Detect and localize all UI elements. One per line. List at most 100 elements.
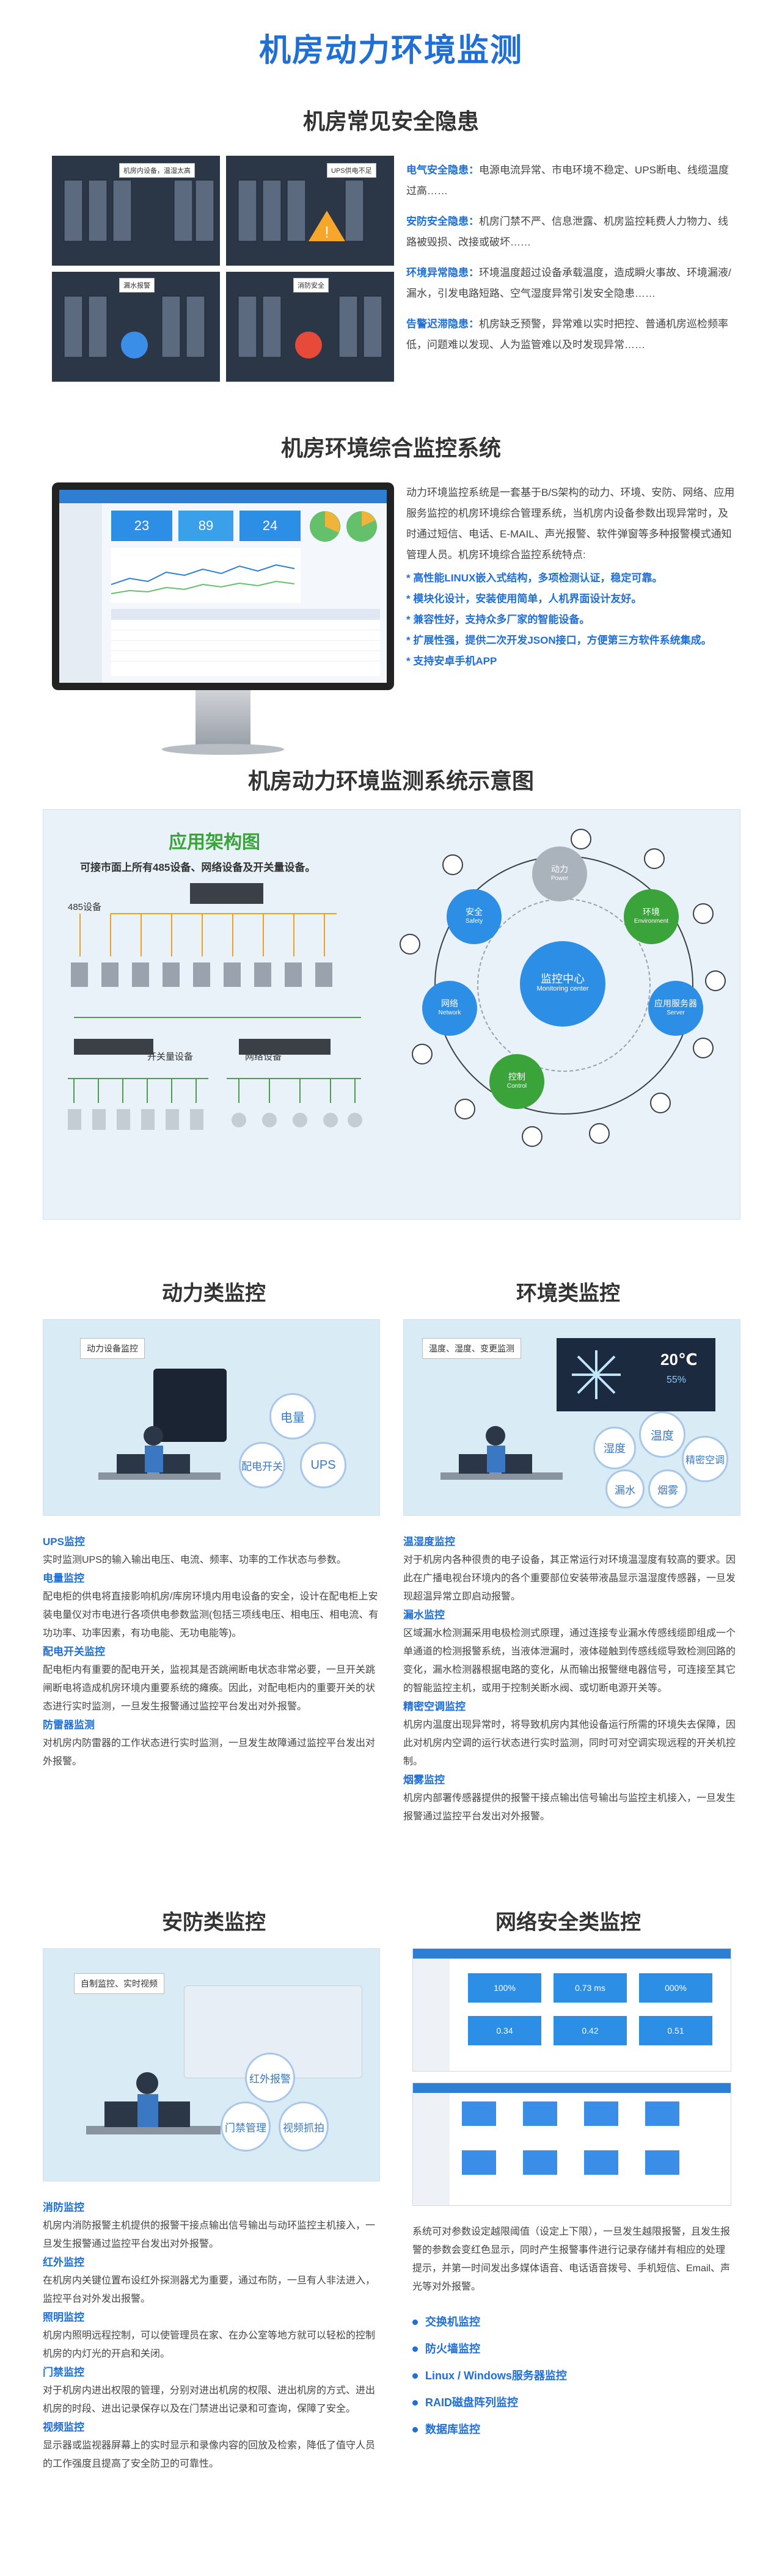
operator-illustration (98, 1426, 221, 1480)
item-head: 烟雾监控 (403, 1774, 445, 1786)
item-text: 实时监测UPS的输入输出电压、电流、频率、功率的工作状态与参数。 (43, 1555, 346, 1565)
video-wall (153, 1369, 227, 1442)
net-screen-1: 100% 0.73 ms 000% 0.34 0.42 0.51 (412, 1948, 731, 2072)
page-title: 机房动力环境监测 (258, 33, 523, 68)
hazard-image: ! 机房内设备，温湿太高 UPS供电不足 漏水报警 消防安全 (52, 156, 394, 382)
item-text: 配电柜内有重要的配电开关，监视其是否跳闸断电状态非常必要，一旦开关跳闸断电将造成… (43, 1665, 376, 1712)
security-tag: 自制监控、实时视频 (74, 1973, 164, 1994)
bubble-temp: 温度 (639, 1411, 685, 1458)
section4-left-title: 动力类监控 (162, 1282, 266, 1305)
item-text: 机房内部署传感器提供的报警干接点输出信号输出与监控主机接入，一旦发生报警通过监控… (403, 1793, 736, 1822)
power-monitor-list: UPS监控 实时监测UPS的输入输出电压、电流、频率、功率的工作状态与参数。 电… (43, 1533, 379, 1771)
wheel-satellites (400, 829, 726, 1147)
bubble-infrared: 红外报警 (245, 2053, 295, 2103)
network-list-item: 数据库监控 (412, 2416, 730, 2443)
section4-right-title: 环境类监控 (516, 1282, 620, 1305)
network-desc: 系统可对参数设定越限阈值（设定上下限），一旦发生越限报警，且发生报警的参数会变红… (412, 2227, 731, 2292)
net-tile: 000% (639, 1973, 712, 2003)
network-monitor-section: 系统可对参数设定越限阈值（设定上下限），一旦发生越限报警，且发生报警的参数会变红… (412, 2223, 730, 2443)
item-text: 机房内温度出现异常时，将导致机房内其他设备运行所需的环境失去保障，因此对机房内空… (403, 1720, 736, 1767)
item-head: 温湿度监控 (403, 1536, 455, 1548)
network-list-item: 交换机监控 (412, 2309, 730, 2335)
feature-item: * 支持安卓手机APP (406, 655, 497, 667)
dashboard-screen: 23 89 24 (59, 490, 387, 683)
section5-left-title: 安防类监控 (162, 1911, 266, 1934)
net-tile: 0.73 ms (554, 1973, 627, 2003)
environment-monitor-image: 温度、湿度、变更监测 20℃ 55% 温度 湿度 精密空调 漏水 烟雾 (403, 1319, 740, 1516)
item-text: 对机房内防雷器的工作状态进行实时监测，一旦发生故障通过监控平台发出对外报警。 (43, 1738, 376, 1767)
bubble-access: 门禁管理 (221, 2101, 271, 2152)
hazard-item: 环境异常隐患：环境温度超过设备承载温度，造成瞬火事故、环境漏液/漏水，引发电路短… (406, 267, 731, 299)
item-head: 门禁监控 (43, 2367, 84, 2378)
hazard-tag-3: 漏水报警 (119, 278, 155, 293)
item-head: 防雷器监测 (43, 1719, 95, 1731)
network-list: 交换机监控 防火墙监控 Linux / Windows服务器监控 RAID磁盘阵… (412, 2309, 730, 2443)
hazard-item: 告警迟滞隐患：机房缺乏预警，异常难以实时把控、普通机房巡检频率低，问题难以发现、… (406, 318, 728, 351)
diagram-panel: 应用架构图 可接市面上所有485设备、网络设备及开关量设备。 485设备 开关量… (43, 809, 740, 1220)
hazard-list: 电气安全隐患：电源电流异常、市电环境不稳定、UPS断电、线缆温度过高…… 安防安… (406, 160, 736, 355)
label-switch: 开关量设备 (147, 1052, 194, 1062)
hazard-tag-1: 机房内设备，温湿太高 (119, 163, 195, 178)
arch-note: 可接市面上所有485设备、网络设备及开关量设备。 (80, 862, 316, 873)
system-desc: 动力环境监控系统是一套基于B/S架构的动力、环境、安防、网络、应用服务监控的机房… (406, 482, 736, 672)
bubble-leak: 漏水 (605, 1469, 645, 1508)
net-screen-2 (412, 2083, 731, 2206)
bubble-video: 视频抓拍 (279, 2101, 329, 2152)
item-text: 机房内照明远程控制，可以使管理员在家、在办公室等地方就可以轻松的控制机房的内灯光… (43, 2330, 376, 2359)
arch-title: 应用架构图 (169, 832, 260, 853)
network-list-item: Linux / Windows服务器监控 (412, 2362, 730, 2389)
item-head: 配电开关监控 (43, 1646, 105, 1657)
item-head: 电量监控 (43, 1573, 84, 1584)
item-text: 机房内消防报警主机提供的报警干接点输出信号输出与动环监控主机接入，一旦发生报警通… (43, 2221, 376, 2249)
dash-pie-charts (310, 511, 377, 542)
server-room-illustration: ! (52, 156, 394, 382)
environment-tag: 温度、湿度、变更监测 (422, 1338, 521, 1359)
item-head: 照明监控 (43, 2312, 84, 2323)
bubble-ups: UPS (300, 1442, 346, 1488)
architecture-diagram (68, 883, 362, 1130)
section5-right-title: 网络安全类监控 (495, 1911, 641, 1934)
security-monitor-list: 消防监控 机房内消防报警主机提供的报警干接点输出信号输出与动环监控主机接入，一旦… (43, 2199, 379, 2473)
hazard-item: 电气安全隐患：电源电流异常、市电环境不稳定、UPS断电、线缆温度过高…… (406, 164, 729, 197)
snowflake-icon (572, 1350, 621, 1399)
label-485: 485设备 (68, 902, 102, 912)
item-text: 对于机房内各种很贵的电子设备，其正常运行对环境温湿度有较高的要求。因此在广播电视… (403, 1555, 736, 1602)
feature-item: * 扩展性强，提供二次开发JSON接口，方便第三方软件系统集成。 (406, 635, 712, 646)
section2-title: 机房环境综合监控系统 (280, 435, 501, 460)
hazard-tag-4: 消防安全 (293, 278, 329, 293)
operator-illustration-2 (440, 1426, 563, 1480)
bubble-power: 电量 (269, 1393, 316, 1439)
net-tile: 0.34 (468, 2016, 541, 2045)
feature-item: * 高性能LINUX嵌入式结构，多项检测认证，稳定可靠。 (406, 572, 663, 584)
bubble-switch: 配电开关 (239, 1442, 285, 1488)
display-humidity: 55% (667, 1375, 687, 1385)
feature-item: * 模块化设计，安装使用简单，人机界面设计友好。 (406, 593, 642, 605)
environment-monitor-list: 温湿度监控 对于机房内各种很贵的电子设备，其正常运行对环境温湿度有较高的要求。因… (403, 1533, 739, 1826)
display-temp: 20℃ (660, 1350, 698, 1369)
system-desc-text: 动力环境监控系统是一套基于B/S架构的动力、环境、安防、网络、应用服务监控的机房… (406, 487, 735, 561)
section3-title: 机房动力环境监测系统示意图 (247, 768, 534, 793)
item-text: 显示器或监视器屏幕上的实时显示和录像内容的回放及检索，降低了值守人员的工作强度且… (43, 2440, 376, 2469)
dash-tile: 89 (178, 511, 233, 541)
feature-item: * 兼容性好，支持众多厂家的智能设备。 (406, 614, 590, 625)
network-list-item: 防火墙监控 (412, 2335, 730, 2362)
item-head: 红外监控 (43, 2257, 84, 2268)
power-monitor-image: 动力设备监控 电量 配电开关 UPS (43, 1319, 380, 1516)
bubble-humidity: 湿度 (593, 1427, 636, 1469)
security-monitor-image: 自制监控、实时视频 红外报警 门禁管理 视频抓拍 (43, 1948, 380, 2181)
item-text: 在机房内关键位置布设红外探测器尤为重要，通过布防，一旦有人非法进入，监控平台对外… (43, 2276, 376, 2304)
dash-tile: 23 (111, 511, 172, 541)
dash-tile: 24 (239, 511, 301, 541)
power-tag: 动力设备监控 (80, 1338, 145, 1359)
item-text: 配电柜的供电将直接影响机房/库房环境内用电设备的安全，设计在配电柜上安装电量仪对… (43, 1592, 379, 1639)
item-text: 对于机房内进出权限的管理，分别对进出机房的权限、进出机房的方式、进出机房的时段、… (43, 2385, 376, 2414)
net-tile: 0.51 (639, 2016, 712, 2045)
operator-illustration-3 (86, 2072, 221, 2134)
